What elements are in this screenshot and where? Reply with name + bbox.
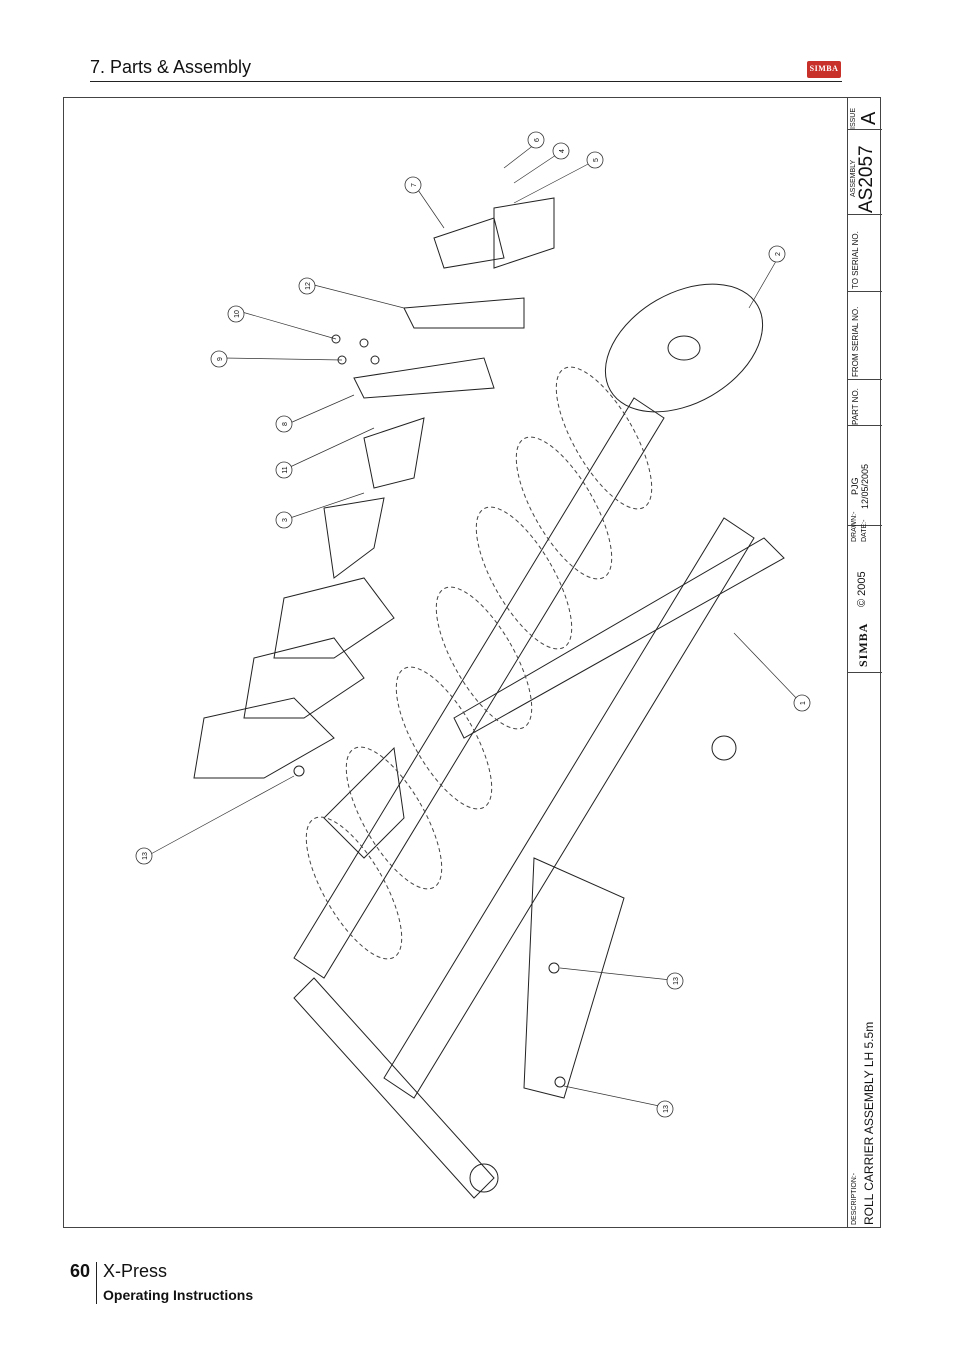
footer-divider — [96, 1262, 97, 1304]
page-number: 60 — [70, 1261, 91, 1281]
frame-bracket — [523, 857, 625, 1099]
header-rule — [90, 81, 842, 82]
disc-2 — [345, 746, 443, 890]
callout-11: 11 — [282, 466, 289, 473]
roll-carrier-drawing: 6 4 5 7 2 12 10 9 8 11 3 1 13 13 13 — [135, 131, 811, 1199]
date-value: 12/05/2005 — [860, 463, 870, 509]
callout-10: 10 — [234, 310, 241, 318]
from-serial-label: FROM SERIAL NO. — [851, 306, 860, 377]
callout-13c: 13 — [663, 1105, 670, 1113]
callout-3: 3 — [282, 518, 289, 522]
simba-logo: SIMBA — [807, 61, 841, 78]
nut-b — [370, 355, 380, 365]
disc-3 — [395, 666, 493, 810]
disc-4 — [435, 586, 533, 730]
frame-beam-lower — [383, 517, 755, 1099]
bracket-8 — [353, 357, 495, 399]
issue-label: ISSUE — [850, 107, 857, 129]
title-block: ISSUE A ASSEMBLY AS2057 TO SERIAL NO. FR… — [847, 97, 882, 1228]
bush-13-bottom — [554, 1076, 566, 1088]
callout-9: 9 — [217, 357, 224, 361]
drawn-label: DRAWN:- — [851, 511, 858, 542]
bracket-3 — [323, 497, 385, 579]
date-label: DATE:- — [861, 519, 868, 542]
description-label: DESCRIPTION:- — [851, 1172, 858, 1225]
nut-10 — [331, 334, 341, 344]
description-value: ROLL CARRIER ASSEMBLY LH 5.5m — [862, 1021, 876, 1225]
assembly-number: AS2057 — [856, 145, 877, 213]
callout-4: 4 — [559, 149, 566, 153]
bush-13-mid — [548, 962, 560, 974]
callout-12: 12 — [305, 282, 312, 290]
part-no-label: PART NO. — [851, 388, 860, 425]
disc-end — [604, 283, 764, 413]
frame-leg-left — [293, 977, 495, 1199]
drawn-value: PJG — [850, 477, 860, 495]
bracket-7b — [493, 197, 555, 269]
nut-a — [359, 338, 369, 348]
callout-13b: 13 — [673, 977, 680, 985]
disc-5 — [475, 506, 573, 650]
disc-6 — [515, 436, 613, 580]
bracket-lower-3 — [273, 577, 395, 659]
frame-cross-member — [453, 537, 785, 739]
frame-bracket-mid — [323, 746, 405, 859]
logo-text: SIMBA — [809, 64, 839, 73]
simba-brand: SIMBA — [856, 622, 870, 667]
copyright: © 2005 — [856, 571, 868, 607]
issue-value: A — [858, 111, 880, 125]
frame-beam-upper — [293, 397, 665, 979]
end-cap-right — [711, 735, 737, 761]
to-serial-label: TO SERIAL NO. — [851, 231, 860, 289]
callout-2: 2 — [775, 252, 782, 256]
callout-6: 6 — [534, 138, 541, 142]
disc-1 — [305, 816, 403, 960]
callout-5: 5 — [593, 158, 600, 162]
disc-7 — [555, 366, 653, 510]
callout-1: 1 — [800, 701, 807, 705]
callout-8: 8 — [282, 422, 289, 426]
footer-subtitle: Operating Instructions — [103, 1287, 254, 1303]
bracket-lower-2 — [243, 637, 365, 719]
product-name: X-Press — [103, 1261, 168, 1281]
bracket-lower-1 — [193, 697, 335, 779]
bracket-7a — [433, 217, 505, 269]
section-title: 7. Parts & Assembly — [90, 57, 252, 77]
callout-13a: 13 — [142, 852, 149, 860]
bush-13-left — [293, 765, 305, 777]
drawing-frame — [63, 97, 881, 1228]
bracket-12 — [403, 297, 525, 329]
bracket-11 — [363, 417, 425, 489]
callout-7: 7 — [411, 183, 418, 187]
disc-hub — [667, 335, 701, 361]
end-cap-bottom — [469, 1163, 499, 1193]
